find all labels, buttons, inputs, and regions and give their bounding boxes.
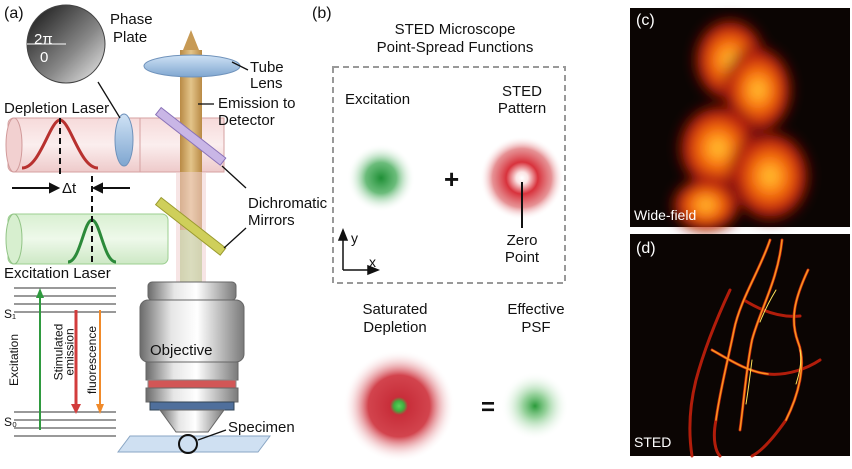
- saturated-label-2: Depletion: [363, 319, 427, 336]
- axis-y-label: y: [351, 230, 358, 246]
- excitation-psf: [347, 144, 415, 212]
- sted-image: [688, 238, 822, 458]
- fluorescence-label: fluorescence: [85, 325, 100, 395]
- plus-sign: +: [444, 164, 460, 194]
- specimen-slide: [117, 435, 271, 453]
- effective-psf: [501, 372, 569, 440]
- phase-0-label: 0: [40, 49, 49, 66]
- saturated-label-1: Saturated: [362, 301, 428, 318]
- stimulated-label-2: emission: [62, 328, 77, 376]
- dichromatic-label-1: Dichromatic: [248, 195, 328, 212]
- sted-pattern-psf: [480, 136, 564, 220]
- excitation-laser-beam: [5, 213, 169, 265]
- phase-plate-lens: [114, 113, 134, 167]
- s1-label: S₁: [4, 307, 17, 321]
- phase-plate-label-2: Plate: [113, 29, 148, 46]
- panel-a-tag: (a): [4, 5, 24, 22]
- excitation-laser-label: Excitation Laser: [4, 265, 111, 282]
- saturated-depletion-psf: [343, 350, 455, 462]
- tube-lens: [143, 54, 241, 78]
- equals-sign: =: [481, 394, 496, 421]
- dichromatic-mirror-lower: [154, 196, 227, 256]
- dichromatic-mirror-upper: [154, 106, 227, 166]
- panel-d-tag: (d): [636, 240, 656, 257]
- panel-c-tag: (c): [636, 12, 655, 29]
- tube-lens-label-1: Tube: [250, 59, 284, 76]
- energy-diagram: [14, 287, 116, 437]
- objective-lens: [139, 281, 245, 433]
- effective-label-1: Effective: [507, 301, 565, 318]
- sted-pattern-label-1: STED: [501, 83, 542, 100]
- psf-title-1: STED Microscope: [394, 21, 516, 38]
- widefield-image: [668, 14, 814, 235]
- psf-title-2: Point-Spread Functions: [376, 39, 534, 56]
- s0-label: S₀: [4, 415, 17, 429]
- axes-indicator: [337, 227, 381, 276]
- sted-pattern-label-2: Pattern: [497, 100, 547, 117]
- emission-label-2: Detector: [218, 112, 275, 129]
- sted-caption: STED: [634, 434, 672, 450]
- delta-t-arrows: [12, 182, 130, 194]
- panel-b-tag: (b): [312, 5, 332, 22]
- delta-t-label: Δt: [62, 180, 77, 197]
- axis-x-label: x: [369, 254, 376, 270]
- zero-point-label-1: Zero: [506, 232, 538, 249]
- specimen-label: Specimen: [228, 419, 295, 436]
- psf-box: [332, 66, 566, 284]
- phase-plate-label-1: Phase: [110, 11, 153, 28]
- zero-point-label-2: Point: [504, 249, 540, 266]
- excitation-vertical-label: Excitation: [7, 333, 22, 387]
- effective-label-2: PSF: [521, 319, 551, 336]
- widefield-caption: Wide-field: [634, 207, 697, 223]
- phase-2pi-label: 2π: [34, 31, 53, 48]
- tube-lens-label-2: Lens: [250, 75, 283, 92]
- depletion-laser-label: Depletion Laser: [4, 100, 110, 117]
- dichromatic-label-2: Mirrors: [248, 212, 295, 229]
- emission-label-1: Emission to: [218, 95, 296, 112]
- objective-label: Objective: [150, 342, 213, 359]
- excitation-label: Excitation: [345, 91, 411, 108]
- phase-plate: [26, 4, 106, 84]
